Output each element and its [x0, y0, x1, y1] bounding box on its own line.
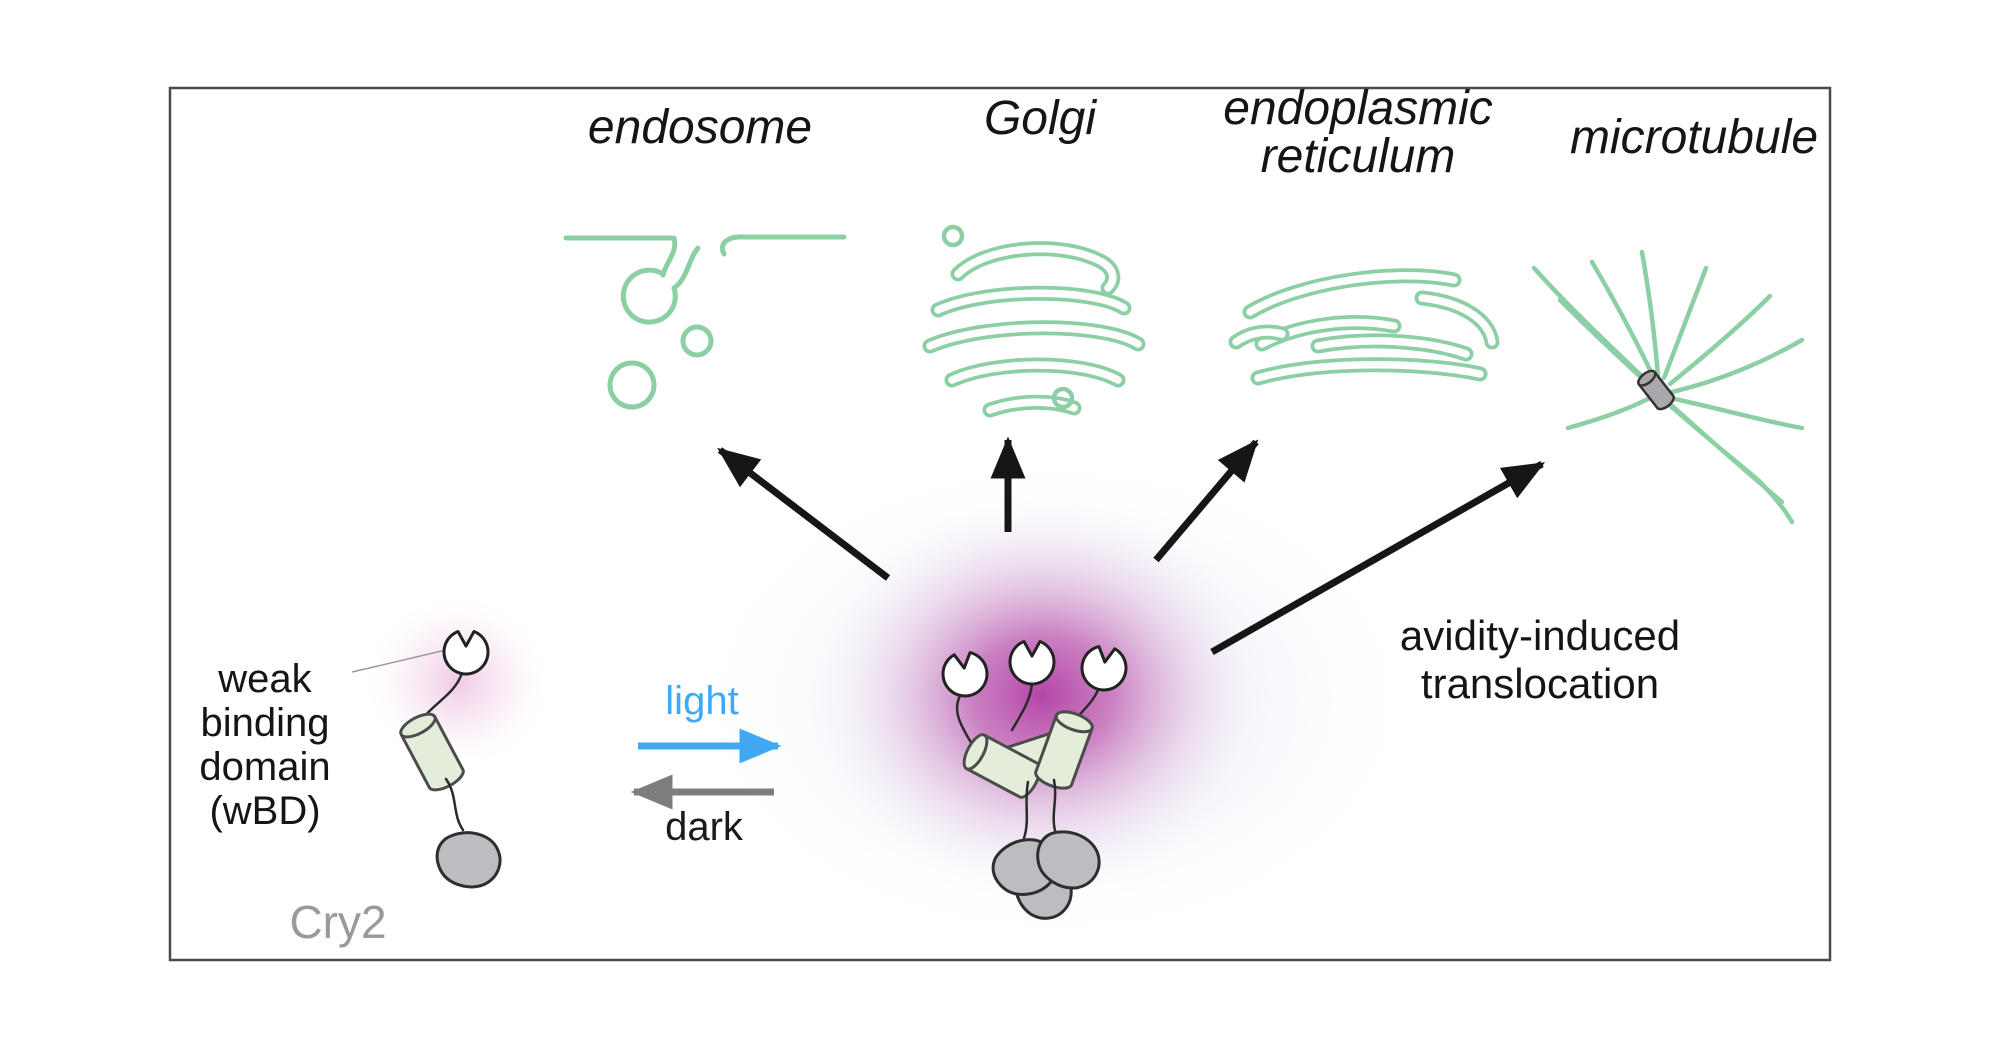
- wbd-label-line2: binding: [200, 701, 329, 745]
- endosome-membrane-right: [720, 234, 847, 257]
- monomer-linker-bottom: [444, 777, 465, 832]
- wbd-label-line4: (wBD): [209, 789, 320, 833]
- light-label: light: [665, 679, 738, 723]
- golgi-vesicle-bottom: [1051, 386, 1075, 410]
- golgi-vesicle-top: [941, 224, 965, 248]
- arrow-to-microtubule: [1210, 460, 1546, 656]
- endosome-vesicle-small: [680, 324, 714, 358]
- arrow-to-endosome: [717, 447, 891, 581]
- cluster-linker-4: [1022, 780, 1030, 840]
- avidity-label-line2: translocation: [1421, 660, 1659, 707]
- organelle-endosome-drawing: [563, 234, 847, 410]
- er-label-line2: reticulum: [1261, 130, 1456, 183]
- cluster-linker-5: [1052, 778, 1058, 836]
- er-label-line1: endoplasmic: [1223, 82, 1492, 135]
- endosome-label: endosome: [588, 101, 812, 154]
- cluster-magenta-glow: [807, 495, 1277, 895]
- translocation-arrows: [717, 436, 1546, 656]
- endosome-neck-right: [671, 245, 701, 291]
- light-dark-switch: light dark: [630, 679, 782, 849]
- endosome-vesicle-large: [607, 360, 657, 410]
- microtubule-label: microtubule: [1570, 111, 1818, 164]
- organelle-microtubule-drawing: [1531, 249, 1805, 525]
- cry2-label: Cry2: [289, 896, 386, 948]
- wbd-label-line3: domain: [199, 745, 330, 789]
- avidity-label-line1: avidity-induced: [1400, 612, 1680, 659]
- figure-frame: [168, 86, 1832, 962]
- centriole: [1637, 369, 1675, 411]
- cluster-trimer: [938, 640, 1131, 928]
- organelle-golgi-drawing: [930, 224, 1138, 410]
- wbd-pointer-line: [351, 649, 447, 673]
- left-monomer: weak binding domain (wBD) Cry2: [199, 630, 507, 948]
- organelle-er-drawing: [1236, 276, 1492, 378]
- monomer-cry2-blob: [430, 825, 507, 895]
- wbd-label-line1: weak: [217, 657, 312, 701]
- golgi-label: Golgi: [984, 92, 1097, 145]
- endosome-invagination-bulb: [620, 267, 678, 325]
- endosome-neck-left: [660, 235, 678, 278]
- cluster-linker-2: [1010, 682, 1034, 732]
- dark-label: dark: [665, 805, 744, 849]
- arrow-to-er: [1153, 439, 1259, 563]
